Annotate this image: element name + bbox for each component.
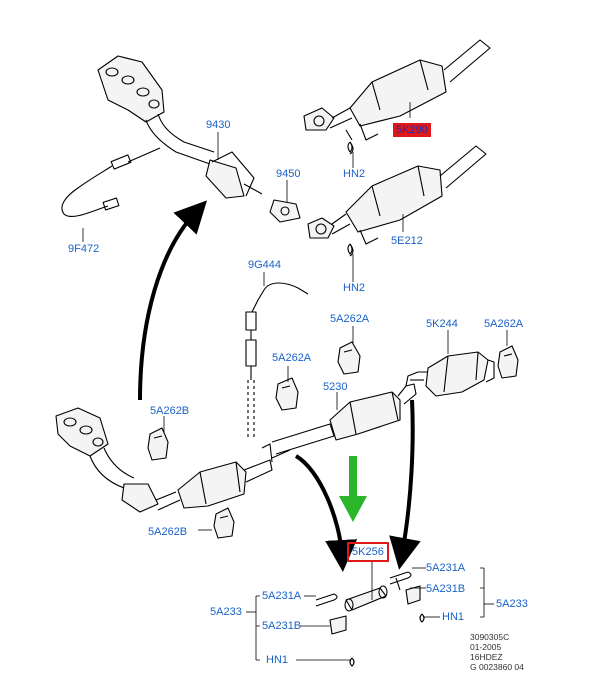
part-label-9f472: 9F472 <box>68 243 100 255</box>
metadata-line-2: 01-2005 <box>470 642 502 652</box>
part-label-hn1-left: HN1 <box>266 654 289 666</box>
part-label-5230: 5230 <box>323 381 348 393</box>
part-label-9450: 9450 <box>276 168 301 180</box>
part-label-5k256-highlighted: 5K256 <box>347 542 389 562</box>
metadata-line-4: G 0023860 04 <box>470 662 524 672</box>
oxygen-sensor-9f472 <box>61 147 161 217</box>
part-label-5k244: 5K244 <box>426 318 458 330</box>
nut-hn1-right <box>419 613 425 623</box>
part-label-5k290-highlighted: 5K290 <box>393 123 431 137</box>
catalytic-converter-5e212 <box>307 145 487 257</box>
part-label-hn1-right: HN1 <box>442 611 465 623</box>
rubber-mount-5a262b-bottom <box>213 507 235 539</box>
part-label-5a233-left: 5A233 <box>210 606 242 618</box>
part-label-5a262a-middle: 5A262A <box>330 313 370 325</box>
part-label-5a262b-top: 5A262B <box>150 405 190 417</box>
flow-arrows <box>138 200 421 572</box>
catalytic-converter-5k290 <box>303 39 491 155</box>
nut-hn1-left <box>349 657 355 667</box>
rear-silencer-5k244 <box>425 351 495 397</box>
highlight-pointer-arrow <box>339 456 367 522</box>
u-clamp-5a231a-right <box>389 571 412 591</box>
part-label-5a231b-right: 5A231B <box>426 583 466 595</box>
part-label-hn2-top: HN2 <box>343 168 366 180</box>
u-clamp-5a231a-left <box>315 593 338 607</box>
upper-exhaust-manifold <box>97 55 263 199</box>
lower-exhaust-manifold <box>55 407 159 513</box>
rubber-mount-5a262b-top <box>147 427 169 461</box>
metadata-line-3: 16HDEZ <box>470 652 503 662</box>
drawing-metadata: 3090305C 01-2005 16HDEZ G 0023860 04 <box>470 632 524 672</box>
connector-pipe-5k256 <box>344 585 388 612</box>
oxygen-sensor-9g444 <box>245 282 309 440</box>
part-label-9430: 9430 <box>206 119 231 131</box>
rubber-mount-5a262a-right <box>497 345 519 379</box>
rubber-mount-5a262a-middle <box>337 341 361 375</box>
flange-gasket-9450 <box>269 199 301 223</box>
leader-lines <box>82 102 508 661</box>
part-label-9g444: 9G444 <box>248 259 282 271</box>
nut-hn2-top <box>347 141 353 153</box>
clamp-bracket-5a231b-left <box>329 615 347 635</box>
rubber-mount-5a262a-left <box>275 377 299 411</box>
part-label-5a262b-bottom: 5A262B <box>148 526 188 538</box>
part-label-5a231b-left: 5A231B <box>262 620 302 632</box>
nut-hn2-mid <box>347 243 353 255</box>
clamp-bracket-5a231b-right <box>405 585 421 605</box>
front-pipe-catalyst <box>155 443 291 511</box>
metadata-line-1: 3090305C <box>470 632 510 642</box>
part-label-5a231a-right: 5A231A <box>426 562 466 574</box>
part-label-5a262a-left: 5A262A <box>272 352 312 364</box>
part-label-5e212: 5E212 <box>391 235 423 247</box>
part-label-5a262a-right: 5A262A <box>484 318 524 330</box>
part-label-hn2-mid: HN2 <box>343 282 366 294</box>
center-silencer-5230 <box>271 371 428 455</box>
part-label-5a231a-left: 5A231A <box>262 590 302 602</box>
part-label-5a233-right: 5A233 <box>496 598 528 610</box>
